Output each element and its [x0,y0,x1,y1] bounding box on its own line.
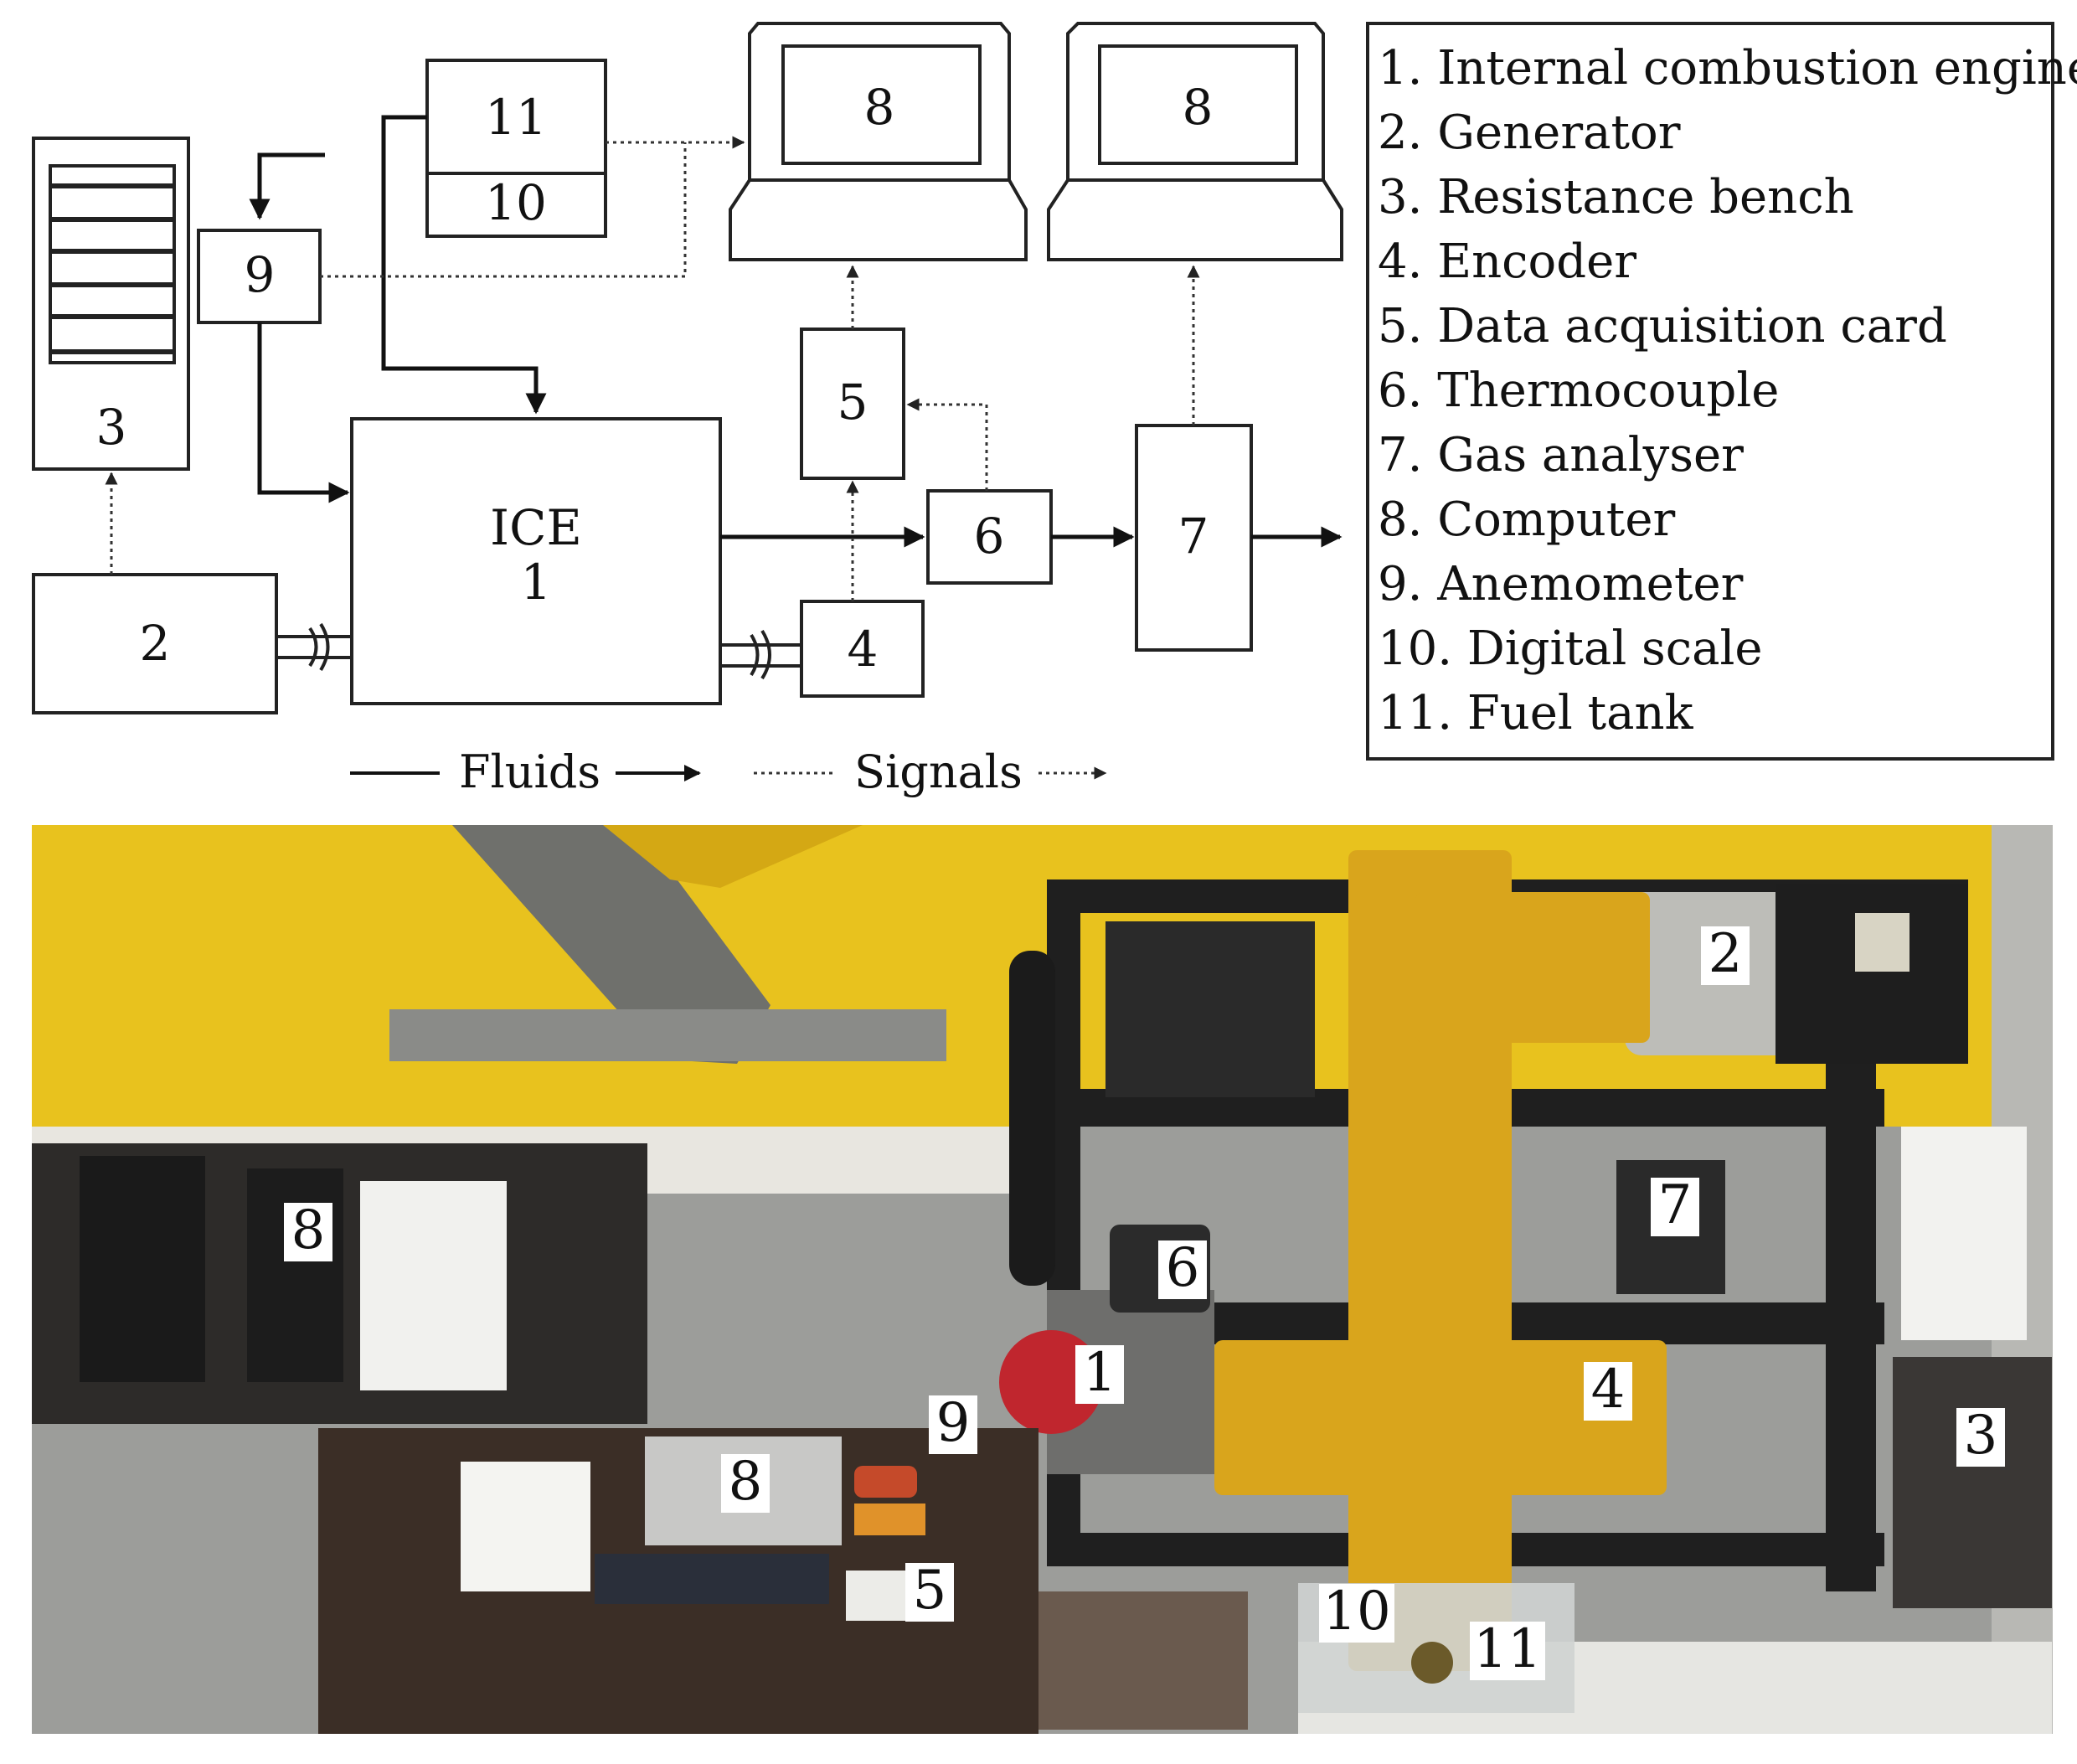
key-item: 9. Anemometer [1378,557,1744,611]
fuel-tank-label: 11 [485,89,547,146]
fluid-line-air-in [249,152,325,220]
daq-card-block [800,328,905,480]
thermocouple-label: 6 [974,508,1005,565]
ice-label-line1: ICE [490,499,582,556]
key-item: 8. Computer [1378,493,1675,547]
gas-analyser-label: 7 [1178,508,1209,565]
key-item: 5. Data acquisition card [1378,299,1947,353]
encoder-block [800,600,925,698]
gas-analyser-block [1135,424,1253,652]
key-item: 2. Generator [1378,106,1681,160]
key-item: 7. Gas analyser [1378,428,1744,482]
key-item: 3. Resistance bench [1378,170,1854,224]
daq-card-label: 5 [838,374,868,431]
resistance-bench-label: 3 [96,399,127,456]
signal-line-6-to-5 [906,398,988,491]
key-item: 1. Internal combustion engine [1378,41,2077,95]
key-box [1366,22,2054,761]
generator-label: 2 [140,615,171,672]
digital-scale-label: 10 [485,174,547,231]
key-item: 6. Thermocouple [1378,364,1779,418]
fluid-line-9-to-ice [257,322,350,503]
anemometer-label: 9 [245,246,276,303]
signal-line-9-to-8 [320,142,687,278]
fluids-legend-label: Fluids [459,745,600,798]
ice-block [350,417,722,705]
thermocouple-block [926,489,1053,585]
shaft-couplings [276,622,801,680]
key-item: 10. Digital scale [1378,622,1763,676]
computer-b-label: 8 [1183,79,1214,136]
fluid-line-fuel-to-ice [381,115,547,415]
flow-legend: Fluids Signals [350,745,1107,798]
key-item: 4. Encoder [1378,235,1636,289]
generator-block [32,573,278,714]
signals-legend-label: Signals [854,745,1023,798]
key-list: 1. Internal combustion engine 2. Generato… [1378,41,2077,740]
resistance-bench-lines [50,183,174,354]
digital-scale-block [425,172,607,238]
computer-a-label: 8 [864,79,895,136]
ice-label-line2: 1 [521,554,552,611]
resistance-bench-grid [49,164,176,364]
encoder-label: 4 [848,621,879,678]
key-item: 11. Fuel tank [1378,686,1694,740]
